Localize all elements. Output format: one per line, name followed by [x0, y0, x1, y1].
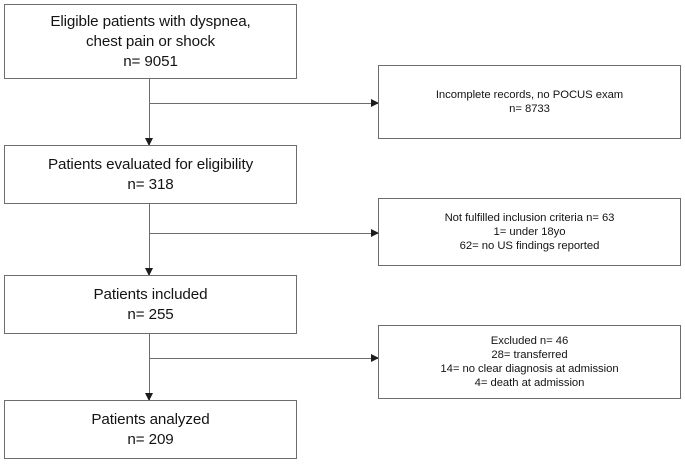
node-not-fulfilled-criteria: Not fulfilled inclusion criteria n= 63 1…: [378, 198, 681, 266]
connector-eligible-to-incomplete: [149, 102, 378, 105]
connector-evaluated-to-included: [148, 204, 151, 277]
node-patients-analyzed: Patients analyzed n= 209: [4, 400, 297, 459]
node-patients-included-label: Patients included n= 255: [93, 285, 208, 323]
node-excluded-patients-label: Excluded n= 46 28= transferred 14= no cl…: [440, 334, 619, 390]
arrowhead-right-incomplete-icon: [371, 98, 379, 107]
connector-evaluated-to-notfulfilled: [149, 232, 378, 235]
node-not-fulfilled-criteria-label: Not fulfilled inclusion criteria n= 63 1…: [444, 211, 615, 253]
arrowhead-down-analyzed-icon: [144, 393, 153, 401]
connector-included-to-excluded: [149, 357, 378, 360]
node-incomplete-records-label: Incomplete records, no POCUS exam n= 873…: [435, 88, 624, 115]
connector-eligible-to-evaluated: [148, 79, 151, 147]
arrowhead-down-evaluated-icon: [144, 138, 153, 146]
node-patients-evaluated-label: Patients evaluated for eligibility n= 31…: [47, 155, 254, 193]
node-eligible-patients: Eligible patients with dyspnea, chest pa…: [4, 4, 297, 79]
node-eligible-patients-label: Eligible patients with dyspnea, chest pa…: [50, 12, 251, 70]
arrowhead-right-excluded-icon: [371, 353, 379, 362]
node-patients-analyzed-label: Patients analyzed n= 209: [91, 410, 210, 448]
connector-included-to-analyzed: [148, 334, 151, 402]
node-patients-evaluated: Patients evaluated for eligibility n= 31…: [4, 145, 297, 204]
arrowhead-down-included-icon: [144, 268, 153, 276]
node-patients-included: Patients included n= 255: [4, 275, 297, 334]
node-excluded-patients: Excluded n= 46 28= transferred 14= no cl…: [378, 325, 681, 399]
arrowhead-right-notfulfilled-icon: [371, 228, 379, 237]
node-incomplete-records: Incomplete records, no POCUS exam n= 873…: [378, 65, 681, 139]
